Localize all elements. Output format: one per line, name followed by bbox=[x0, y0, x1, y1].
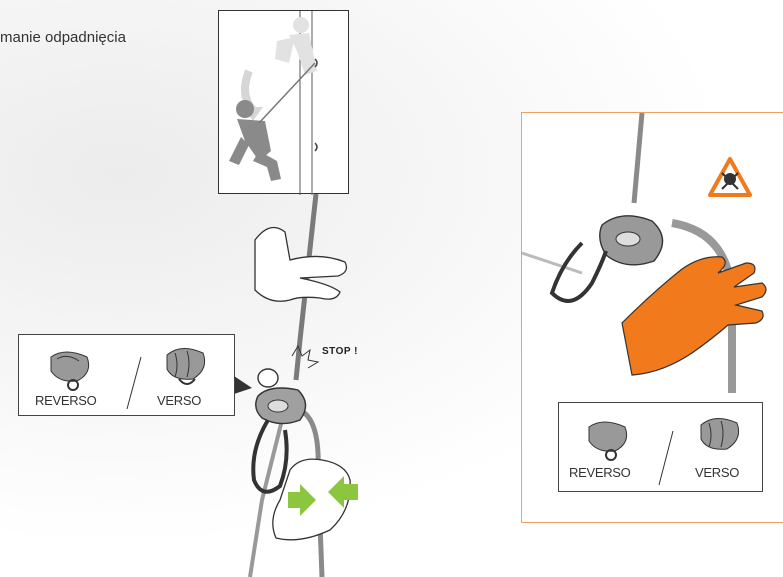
verso-label: VERSO bbox=[695, 465, 739, 480]
reverso-icon bbox=[51, 352, 89, 390]
orange-hand-icon bbox=[622, 257, 766, 375]
open-hand-icon bbox=[255, 228, 346, 302]
reverso-icon bbox=[589, 422, 627, 460]
verso-icon bbox=[167, 348, 205, 384]
verso-icon bbox=[701, 418, 739, 449]
carabiner-icon bbox=[253, 420, 286, 492]
verso-label: VERSO bbox=[157, 393, 201, 408]
skull-crossbones-warning-icon bbox=[710, 159, 750, 195]
reverso-label: REVERSO bbox=[35, 393, 96, 408]
device-compatibility-box-left: REVERSO VERSO bbox=[18, 334, 235, 416]
reverso-label: REVERSO bbox=[569, 465, 630, 480]
stop-label: STOP ! bbox=[322, 346, 358, 357]
device-compatibility-box-right: REVERSO VERSO bbox=[558, 402, 763, 492]
